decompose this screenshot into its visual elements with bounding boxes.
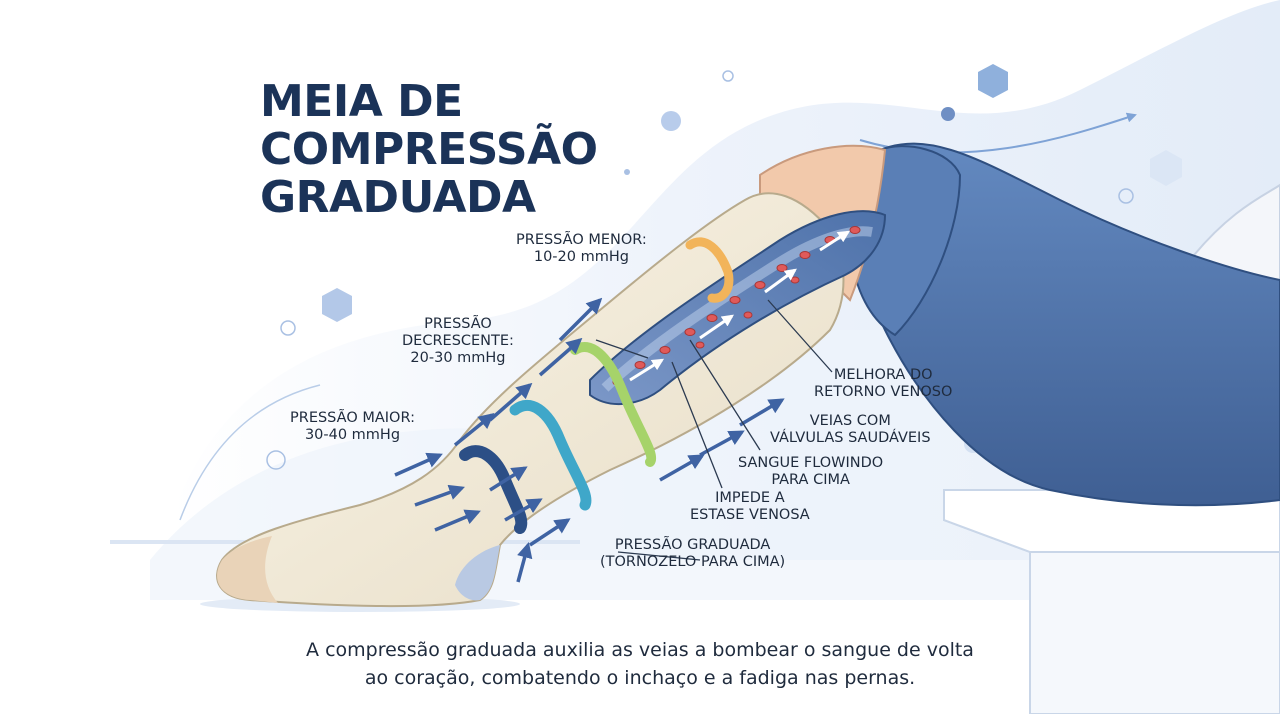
- label-line: IMPEDE A: [715, 490, 785, 506]
- caption: A compressão graduada auxilia as veias a…: [240, 636, 1040, 692]
- label-line: 10-20 mmHg: [533, 249, 629, 265]
- caption-line: A compressão graduada auxilia as veias a…: [306, 639, 974, 661]
- flow-arrows-inner: [629, 230, 851, 382]
- blood-cells: [612, 226, 861, 386]
- page-title: MEIA DE COMPRESSÃO GRADUADA: [260, 78, 598, 222]
- label-line: 20-30 mmHg: [410, 350, 506, 366]
- cube-icon: [1150, 150, 1182, 186]
- label-line: PRESSÃO: [424, 316, 492, 332]
- sock-toe: [217, 536, 278, 603]
- label-melhora-retorno: MELHORA DO RETORNO VENOSO: [814, 367, 952, 401]
- bubble: [280, 320, 296, 336]
- label-pressao-maior: PRESSÃO MAIOR: 30-40 mmHg: [290, 410, 415, 444]
- label-impede-estase: IMPEDE A ESTASE VENOSA: [690, 490, 810, 524]
- bubble: [1118, 188, 1134, 204]
- bubble: [661, 111, 681, 131]
- label-line: PRESSÃO GRADUADA: [614, 537, 771, 553]
- stocking: [216, 192, 845, 608]
- label-pressao-decrescente: PRESSÃO DECRESCENTE: 20-30 mmHg: [402, 316, 514, 367]
- label-pressao-graduada: PRESSÃO GRADUADA (TORNOZELO PARA CIMA): [600, 537, 785, 571]
- label-line: SANGUE FLOWINDO: [738, 455, 884, 471]
- callout-lines: [595, 299, 833, 561]
- cube-icon: [322, 288, 352, 322]
- caption-line: ao coração, combatendo o inchaço e a fad…: [364, 667, 916, 689]
- band-green: [570, 342, 657, 467]
- sock-heel: [455, 545, 500, 601]
- label-sangue-flowindo: SANGUE FLOWINDO PARA CIMA: [738, 455, 883, 489]
- label-line: VEIAS COM: [809, 413, 891, 429]
- label-line: DECRESCENTE:: [402, 333, 514, 349]
- label-line: MELHORA DO: [833, 367, 933, 383]
- label-line: VÁLVULAS SAUDÁVEIS: [770, 430, 931, 446]
- bubble: [941, 107, 955, 121]
- vein-cutaway: [589, 210, 887, 406]
- label-line: 30-40 mmHg: [304, 427, 401, 443]
- label-line: PRESSÃO MAIOR:: [290, 410, 415, 426]
- cube-icon: [978, 64, 1008, 98]
- title-line: GRADUADA: [260, 172, 536, 223]
- band-orange: [685, 237, 734, 303]
- bubble: [722, 70, 734, 82]
- label-line: ESTASE VENOSA: [690, 507, 810, 523]
- title-line: MEIA DE: [260, 76, 463, 127]
- label-line: (TORNOZELO PARA CIMA): [600, 554, 786, 570]
- flow-curve-2: [179, 384, 321, 521]
- label-veias-valvulas: VEIAS COM VÁLVULAS SAUDÁVEIS: [770, 413, 931, 447]
- bubble: [266, 450, 286, 470]
- label-pressao-menor: PRESSÃO MENOR: 10-20 mmHg: [516, 232, 647, 266]
- title-line: COMPRESSÃO: [260, 124, 598, 175]
- label-line: PRESSÃO MENOR:: [516, 232, 647, 248]
- label-line: PARA CIMA: [771, 472, 850, 488]
- bubble: [624, 169, 630, 175]
- label-line: RETORNO VENOSO: [814, 384, 953, 400]
- band-blue: [509, 399, 592, 511]
